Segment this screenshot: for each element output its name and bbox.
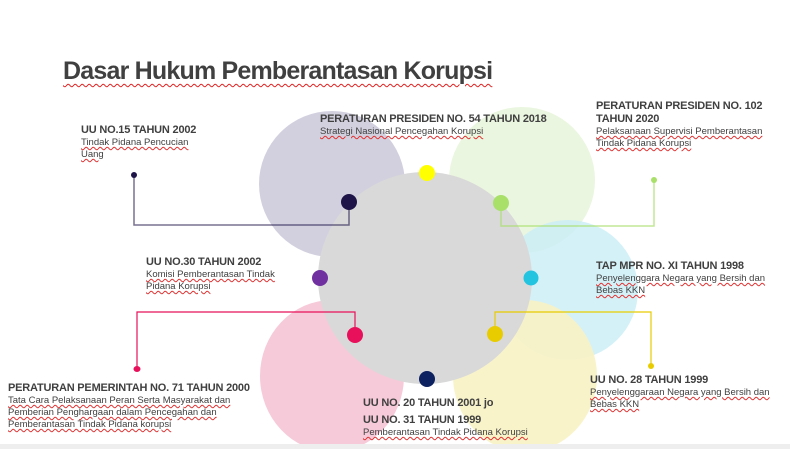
connector-perpres102	[500, 180, 655, 227]
item-uu30: UU NO.30 TAHUN 2002 Komisi Pemberantasan…	[146, 256, 296, 293]
item-heading: UU NO.30 TAHUN 2002	[146, 256, 262, 268]
page-title: Dasar Hukum Pemberantasan Korupsi	[63, 57, 493, 85]
item-perpres54: PERATURAN PRESIDEN NO. 54 TAHUN 2018 Str…	[320, 113, 560, 138]
dot-perpres102	[493, 195, 509, 211]
dot-pp71	[347, 327, 363, 343]
connector-uu28	[494, 311, 652, 366]
dot-small-uu15	[131, 172, 137, 178]
dot-uu20	[419, 371, 435, 387]
item-heading: TAP MPR NO. XI TAHUN 1998	[596, 260, 744, 272]
item-heading: PERATURAN PRESIDEN NO. 54 TAHUN 2018	[320, 113, 547, 125]
item-desc: Penyelenggara Negara yang Bersih dan Beb…	[596, 273, 766, 296]
item-uu15: UU NO.15 TAHUN 2002 Tindak Pidana Pencuc…	[81, 124, 211, 161]
dot-uu15	[341, 194, 357, 210]
connector-uu15	[133, 175, 350, 226]
item-heading-2: UU NO. 31 TAHUN 1999	[363, 414, 482, 426]
item-desc: Tata Cara Pelaksanaan Peran Serta Masyar…	[8, 395, 231, 430]
dot-small-perpres102	[651, 177, 657, 183]
bottom-bar	[0, 444, 790, 449]
item-desc: Pelaksanaan Supervisi Pemberantasan Tind…	[596, 126, 763, 149]
item-desc: Strategi Nasional Pencegahan Korupsi	[320, 126, 484, 137]
item-uu28: UU NO. 28 TAHUN 1999 Penyelenggaraan Neg…	[590, 374, 780, 411]
item-desc: Pemberantasan Tindak Pidana Korupsi	[363, 427, 528, 438]
dot-small-pp71	[133, 366, 141, 372]
item-desc: Penyelenggaraan Negara yang Bersih dan B…	[590, 387, 770, 410]
item-heading: UU NO.15 TAHUN 2002	[81, 124, 197, 136]
item-heading: PERATURAN PEMERINTAH NO. 71 TAHUN 2000	[8, 382, 250, 394]
dot-tapmpr	[523, 270, 539, 286]
item-heading: UU NO. 20 TAHUN 2001 jo	[363, 397, 494, 409]
item-heading: UU NO. 28 TAHUN 1999	[590, 374, 709, 386]
item-desc: Tindak Pidana Pencucian Uang	[81, 137, 189, 160]
item-heading: PERATURAN PRESIDEN NO. 102 TAHUN 2020	[596, 100, 763, 125]
dot-uu28	[487, 326, 503, 342]
connector-pp71	[136, 311, 356, 369]
item-uu20: UU NO. 20 TAHUN 2001 jo UU NO. 31 TAHUN …	[363, 397, 563, 439]
dot-uu30	[312, 270, 328, 286]
dot-perpres54	[419, 165, 435, 181]
item-tapmpr: TAP MPR NO. XI TAHUN 1998 Penyelenggara …	[596, 260, 786, 297]
item-perpres102: PERATURAN PRESIDEN NO. 102 TAHUN 2020 Pe…	[596, 100, 786, 150]
dot-small-uu28	[648, 363, 654, 369]
bubble-center	[318, 172, 532, 384]
item-pp71: PERATURAN PEMERINTAH NO. 71 TAHUN 2000 T…	[8, 382, 258, 431]
item-desc: Komisi Pemberantasan Tindak Pidana Korup…	[146, 269, 275, 292]
